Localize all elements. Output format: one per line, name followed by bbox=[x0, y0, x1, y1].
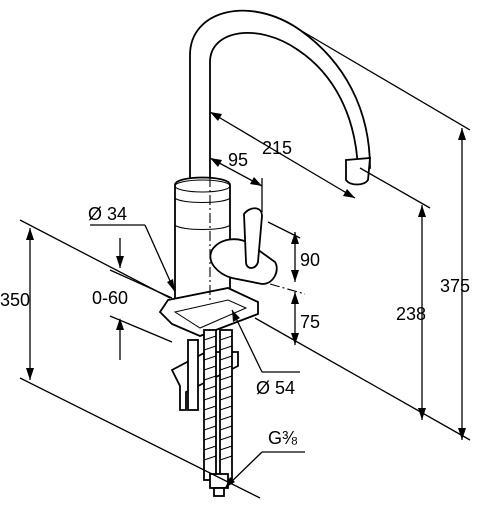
label-spout-diameter: Ø 34 bbox=[88, 204, 127, 224]
label-total-height: 375 bbox=[440, 276, 470, 296]
label-lever-height: 90 bbox=[300, 250, 320, 270]
threaded-stud bbox=[187, 339, 199, 411]
column-band-1 bbox=[174, 197, 231, 203]
label-connection-thread: G⅜ bbox=[268, 428, 298, 448]
spout-tip bbox=[345, 157, 371, 186]
label-base-height: 75 bbox=[300, 312, 320, 332]
label-outlet-height: 238 bbox=[396, 304, 426, 324]
column-band-2 bbox=[174, 224, 231, 230]
dimension-lines bbox=[19, 29, 471, 499]
base-plate bbox=[158, 287, 259, 337]
lever-blade bbox=[243, 207, 263, 269]
label-mount-height: 350 bbox=[0, 290, 30, 310]
supply-hoses bbox=[203, 329, 233, 497]
dimension-labels: 215 95 Ø 34 90 350 0-60 75 238 375 Ø 54 … bbox=[0, 138, 470, 448]
label-reach: 215 bbox=[262, 138, 292, 158]
label-deck-thickness: 0-60 bbox=[92, 288, 128, 308]
base-plate-inner bbox=[173, 299, 248, 329]
column-top-ring bbox=[174, 179, 231, 193]
label-hole-diameter: Ø 54 bbox=[256, 378, 295, 398]
faucet-outline bbox=[158, 9, 371, 497]
hose-connector-end bbox=[213, 487, 225, 497]
lever-handle bbox=[209, 238, 278, 285]
label-lever-offset: 95 bbox=[228, 150, 248, 170]
